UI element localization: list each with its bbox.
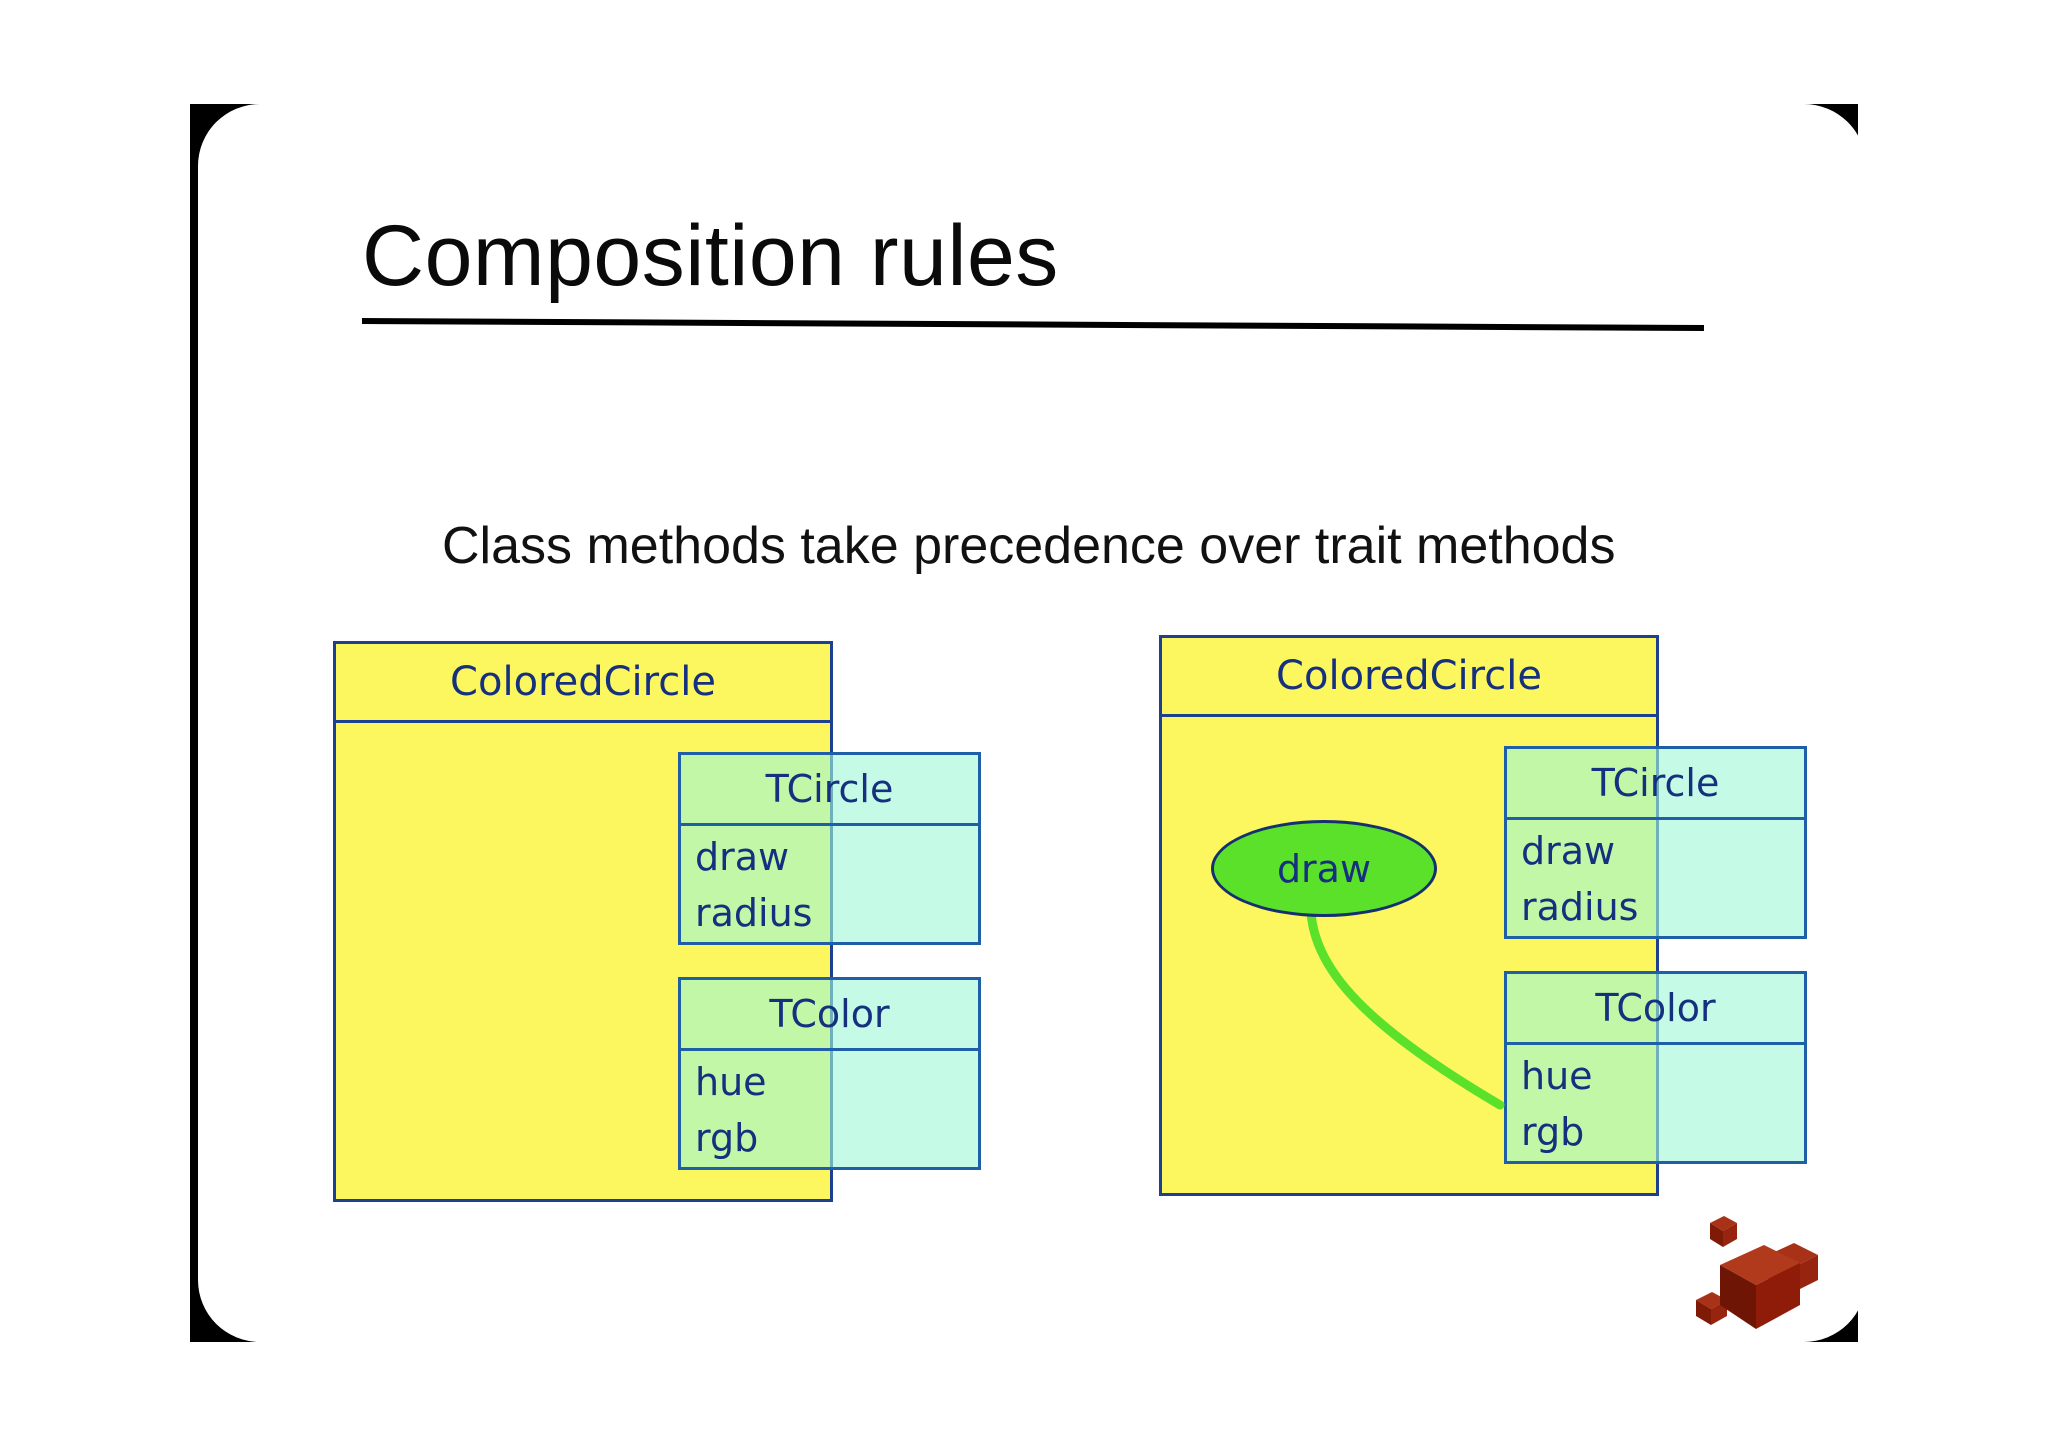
trait-members-list: draw radius [681,823,978,942]
trait-member: radius [695,891,813,935]
trait-name-label: TCircle [681,755,978,826]
overriding-method-ellipse: draw [1211,820,1437,917]
trait-member: rgb [1521,1110,1585,1154]
class-name-label: ColoredCircle [1162,638,1656,717]
ellipse-label: draw [1276,846,1372,891]
trait-name-label: TColor [681,980,978,1051]
trait-box-tcircle-left: TCircle draw radius [678,752,981,945]
page-title: Composition rules [362,208,1059,304]
trait-member: radius [1521,885,1639,929]
trait-members-list: draw radius [1507,817,1804,936]
trait-box-tcolor-right: TColor hue rgb [1504,971,1807,1164]
trait-members-list: hue rgb [681,1048,978,1167]
trait-name-label: TCircle [1507,749,1804,820]
trait-member: rgb [695,1116,759,1160]
class-name-label: ColoredCircle [336,644,830,723]
slide-subtitle: Class methods take precedence over trait… [442,517,1616,575]
trait-member: hue [1521,1054,1593,1098]
trait-name-label: TColor [1507,974,1804,1045]
red-cubes-icon [1696,1216,1818,1329]
trait-members-list: hue rgb [1507,1042,1804,1161]
trait-box-tcircle-right: TCircle draw radius [1504,746,1807,939]
trait-member: draw [695,835,790,879]
trait-member: draw [1521,829,1616,873]
trait-member: hue [695,1060,767,1104]
trait-box-tcolor-left: TColor hue rgb [678,977,981,1170]
